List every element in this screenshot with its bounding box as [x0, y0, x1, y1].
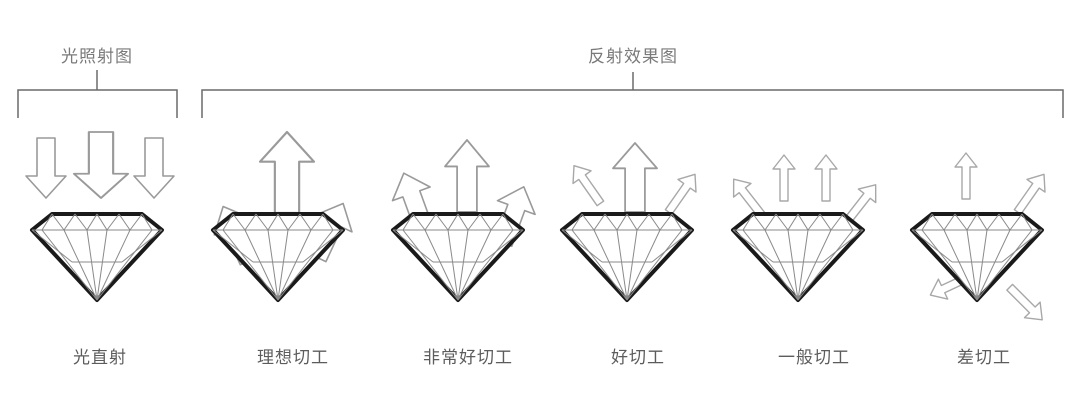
good-cut-arrows — [564, 142, 705, 219]
diamond-good — [560, 212, 694, 302]
label-fair-cut: 一般切工 — [778, 348, 850, 368]
diamond-direct — [30, 212, 164, 302]
label-direct-light: 光直射 — [73, 348, 127, 368]
diamond-very-good — [391, 212, 525, 302]
bracket-light — [17, 70, 178, 118]
diamond-poor — [910, 212, 1044, 302]
bracket-reflection — [201, 72, 1064, 118]
header-reflection-effect: 反射效果图 — [588, 47, 678, 67]
label-very-good-cut: 非常好切工 — [423, 348, 513, 368]
label-ideal-cut: 理想切工 — [257, 348, 329, 368]
diamond-fair — [731, 212, 865, 302]
header-light-diagram: 光照射图 — [61, 47, 133, 67]
direct-light-arrows — [25, 130, 175, 200]
label-good-cut: 好切工 — [611, 348, 665, 368]
label-poor-cut: 差切工 — [957, 348, 1011, 368]
